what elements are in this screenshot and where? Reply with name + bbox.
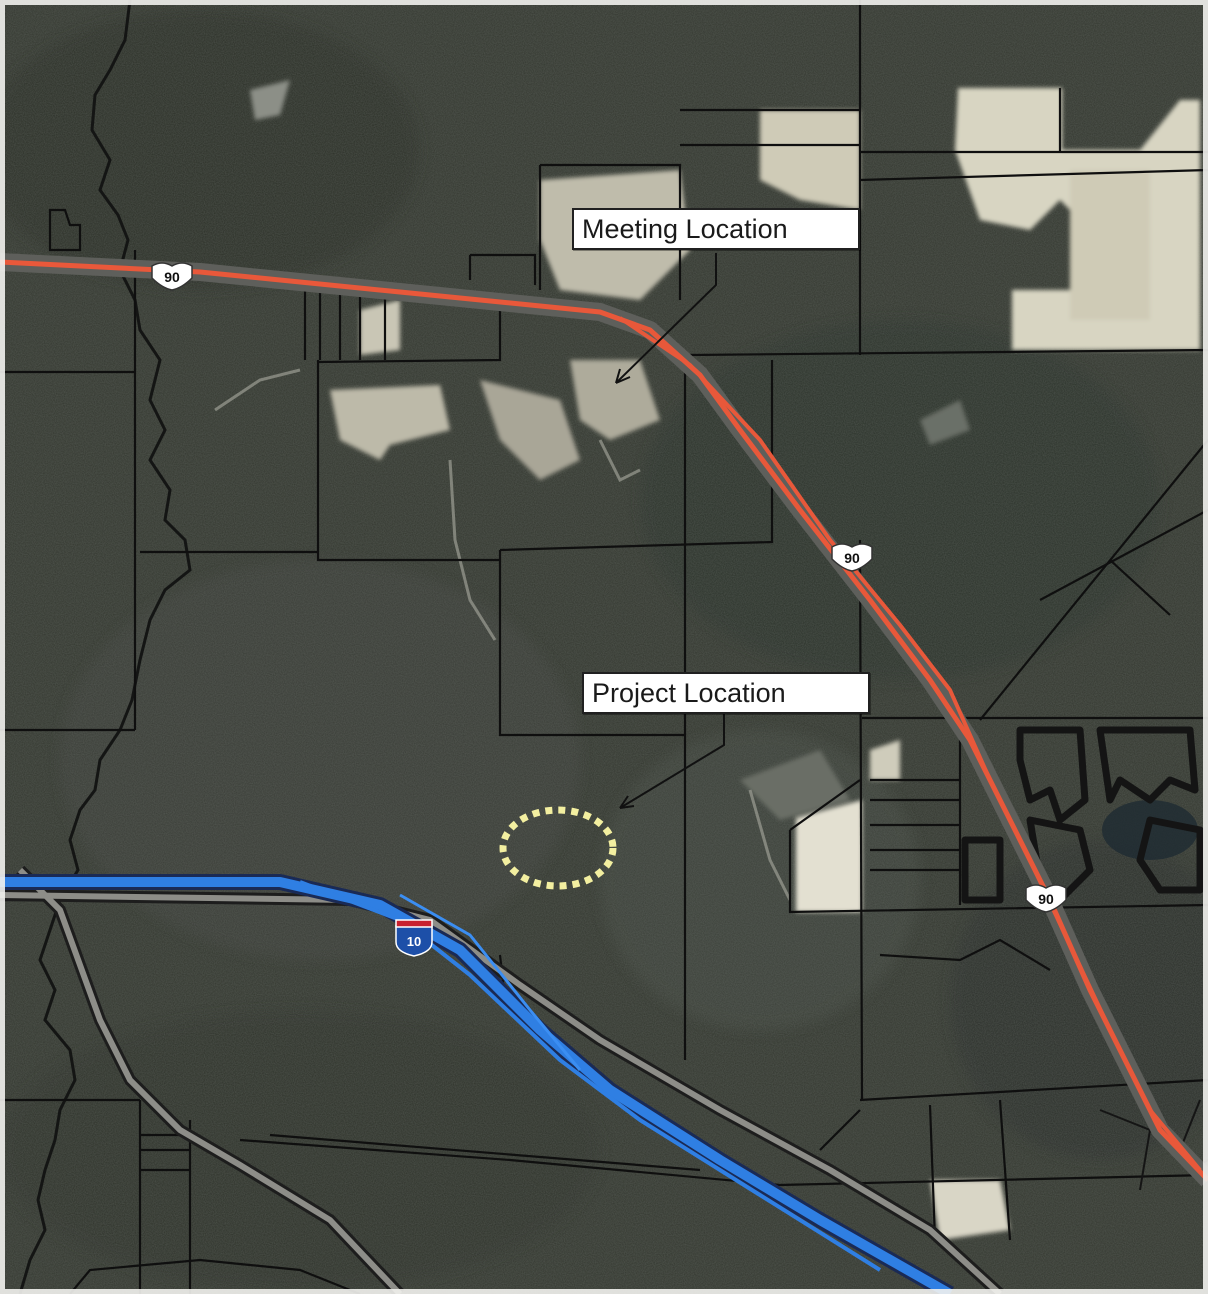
project-location-callout: Project Location	[582, 672, 870, 714]
us-highway-90	[0, 253, 1208, 1187]
project-leader-arrow	[619, 712, 725, 809]
us90-shield-icon: 90	[831, 543, 873, 572]
us90-shield-icon: 90	[1025, 884, 1067, 913]
creek	[18, 0, 192, 1294]
project-area-circle	[499, 806, 617, 890]
meeting-location-callout: Meeting Location	[572, 208, 860, 250]
us90-shield-icon: 90	[151, 262, 193, 291]
dirt-trails	[214, 368, 792, 901]
meeting-leader-arrow	[615, 253, 717, 384]
i10-shield-label: 10	[407, 934, 421, 949]
i10-shield-icon: 10	[395, 919, 433, 957]
us90-shield-label: 90	[164, 269, 180, 285]
us90-shield-label: 90	[1038, 891, 1054, 907]
us90-shield-label: 90	[844, 550, 860, 566]
